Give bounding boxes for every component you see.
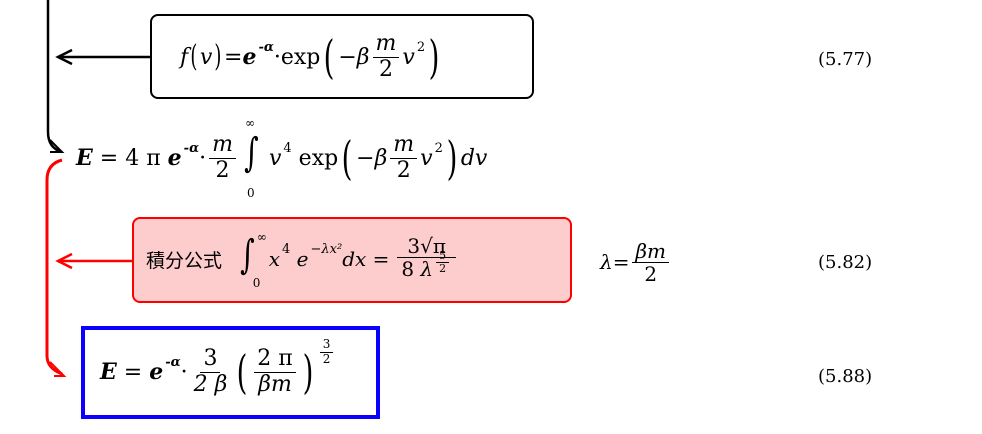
eight: 8 xyxy=(401,256,415,281)
integral: ∫ ∞ 0 xyxy=(239,116,269,200)
equals: = xyxy=(224,44,243,70)
exponent-alpha: -α xyxy=(258,39,274,55)
numerator: m xyxy=(209,133,236,159)
minus-beta: −β xyxy=(338,44,370,70)
result-box xyxy=(81,326,380,419)
exponent-alpha: -α xyxy=(183,140,200,156)
E-symbol: E xyxy=(76,145,93,171)
e-symbol: e xyxy=(149,359,164,385)
exponent-lambda-x-squared: −λx² xyxy=(310,241,343,257)
upper-limit: ∞ xyxy=(256,230,267,244)
red-arrowhead-down xyxy=(49,361,67,377)
v-symbol: v xyxy=(199,44,213,70)
exponent-4: 4 xyxy=(282,241,291,257)
integral: ∫ ∞ 0 xyxy=(235,224,269,294)
black-flow-line xyxy=(46,0,63,154)
dot: · xyxy=(273,44,281,70)
e-symbol: e xyxy=(242,44,257,70)
numerator: 3 xyxy=(319,338,334,353)
denominator: 2 xyxy=(644,261,658,286)
v-symbol: v xyxy=(402,44,415,70)
dx: dx xyxy=(342,247,367,271)
lower-limit: 0 xyxy=(246,186,255,200)
equation-number-5-88: (5.88) xyxy=(818,366,873,387)
equation-number-5-82: (5.82) xyxy=(818,252,873,273)
f-symbol: f xyxy=(180,44,189,70)
dv: dv xyxy=(460,145,488,171)
integral-formula-box xyxy=(132,217,572,303)
red-flow-line xyxy=(45,158,63,376)
equation-number-5-77: (5.77) xyxy=(818,49,873,70)
exponent-2: 2 xyxy=(434,140,443,156)
numerator: m xyxy=(390,133,418,159)
e-symbol: e xyxy=(167,145,182,171)
integral-sign: ∫ xyxy=(239,232,255,278)
numerator: 3√π xyxy=(397,235,457,258)
x-symbol: x xyxy=(268,247,281,271)
dot: · xyxy=(180,359,188,385)
exponent-alpha: -α xyxy=(165,354,181,370)
numerator: βm xyxy=(632,240,669,263)
equals: = xyxy=(372,247,390,271)
equals: = xyxy=(612,250,630,274)
numerator: 2 π xyxy=(254,347,296,373)
denominator: βm xyxy=(258,371,292,397)
black-arrowhead-left xyxy=(55,48,73,66)
denominator: 2 xyxy=(322,351,331,366)
equation-box-5-77 xyxy=(150,14,534,99)
denominator: 2 xyxy=(378,56,393,82)
denominator: 2 β xyxy=(193,371,228,397)
dot: · xyxy=(199,145,207,171)
black-arrowhead-down xyxy=(49,139,65,153)
numerator: 5 xyxy=(436,249,450,263)
v-symbol: v xyxy=(420,145,433,171)
e-symbol: e xyxy=(296,247,309,271)
v-symbol: v xyxy=(268,145,282,171)
exponent-4: 4 xyxy=(283,140,292,156)
integral-formula-label: 積分公式 xyxy=(146,249,223,272)
exp-function: exp xyxy=(280,44,321,70)
upper-limit: ∞ xyxy=(244,116,255,130)
equals: = xyxy=(99,145,119,171)
denominator: 2 xyxy=(439,262,447,275)
minus-beta: −β xyxy=(356,145,388,171)
lower-limit: 0 xyxy=(252,276,261,290)
exponent-2: 2 xyxy=(416,39,426,55)
integral-sign: ∫ xyxy=(244,130,259,176)
exp-function: exp xyxy=(298,145,339,171)
four-pi: 4 π xyxy=(125,145,161,171)
lambda: λ xyxy=(420,256,434,281)
E-symbol: E xyxy=(100,359,117,385)
equals: = xyxy=(123,359,143,385)
lambda: λ xyxy=(600,250,613,274)
denominator: 2 xyxy=(396,157,411,183)
denominator: 2 xyxy=(215,157,230,183)
red-arrowhead-left xyxy=(55,252,73,270)
numerator: 3 xyxy=(200,347,221,373)
numerator: m xyxy=(372,32,400,58)
